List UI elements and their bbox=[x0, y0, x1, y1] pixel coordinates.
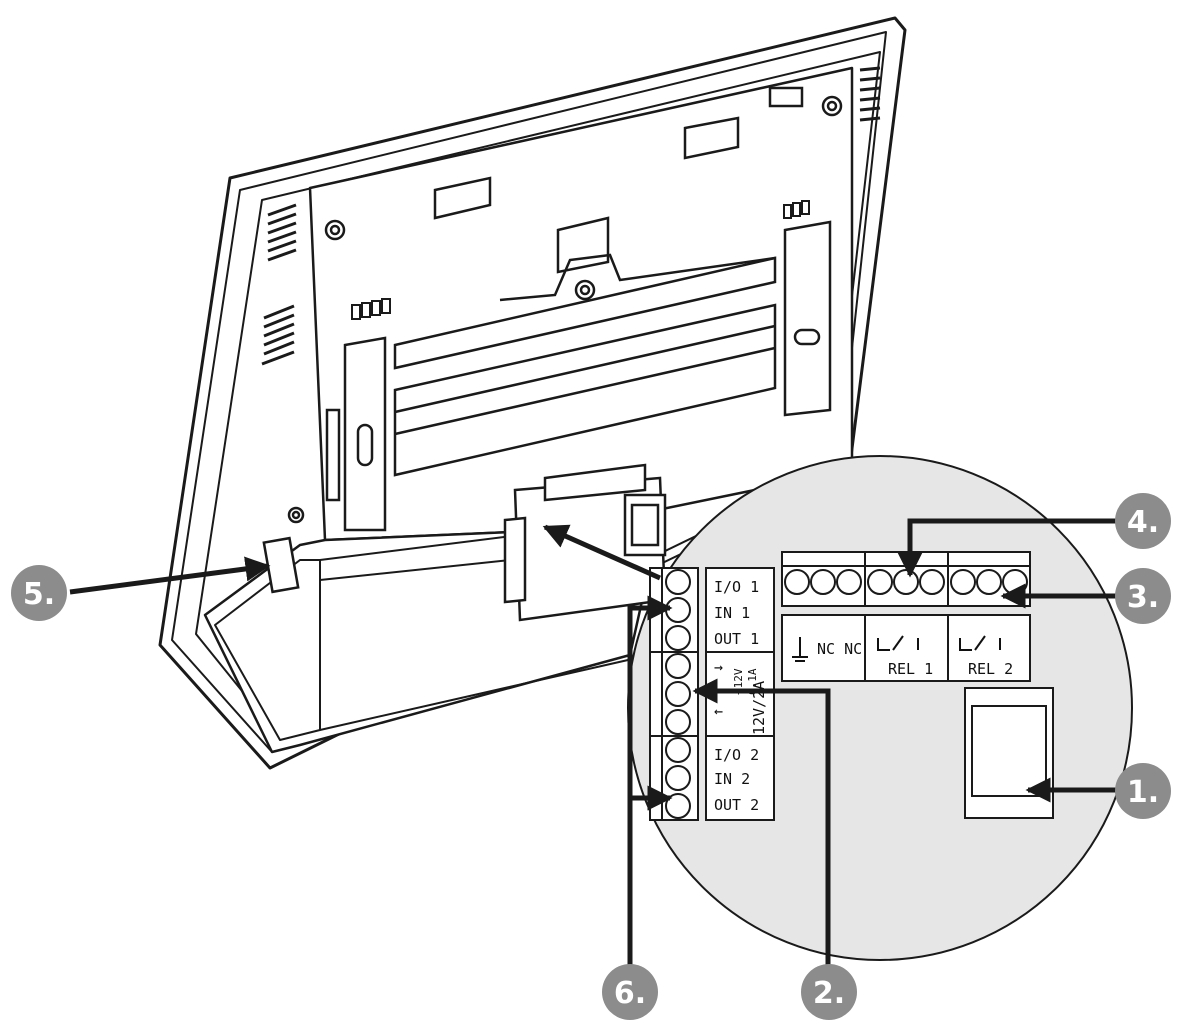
screws bbox=[287, 95, 843, 524]
zoom-detail: I/O 1 IN 1 OUT 1 I/O 2 IN 2 OUT 2 → ← +1… bbox=[627, 455, 1133, 961]
terminal-label-power-out-current: 0.1A bbox=[746, 668, 759, 695]
callout-5-label: 5. bbox=[23, 577, 55, 612]
leader-arrows bbox=[69, 518, 1117, 968]
callout-4-label: 4. bbox=[1127, 505, 1159, 540]
arrow-4 bbox=[897, 518, 1117, 578]
vent-slots bbox=[261, 66, 881, 366]
top-terminal-strip bbox=[781, 551, 1054, 819]
terminal-label-in1: IN 1 bbox=[714, 604, 750, 622]
callout-3-label: 3. bbox=[1127, 580, 1159, 615]
mounting-rails bbox=[262, 86, 832, 594]
terminal-label-rel1: REL 1 bbox=[888, 660, 933, 678]
terminal-label-io2: I/O 2 bbox=[714, 746, 759, 764]
terminal-label-power-out: +12V bbox=[732, 668, 745, 695]
callout-3: 3. bbox=[1115, 568, 1171, 624]
arrow-zoom-source bbox=[542, 524, 662, 581]
arrow-2 bbox=[692, 678, 831, 968]
terminal-label-io1: I/O 1 bbox=[714, 578, 759, 596]
ground-icon bbox=[792, 637, 808, 662]
terminal-label-rel2: REL 2 bbox=[968, 660, 1013, 678]
power-in-arrow: ← bbox=[714, 702, 723, 720]
callout-6: 6. bbox=[602, 964, 658, 1020]
callout-1: 1. bbox=[1115, 763, 1171, 819]
terminal-label-nc-nc: NC NC bbox=[817, 640, 862, 658]
callout-2: 2. bbox=[801, 964, 857, 1020]
power-out-arrow: → bbox=[714, 658, 723, 676]
callout-5: 5. bbox=[11, 565, 67, 621]
relay-contact-icon bbox=[877, 635, 1001, 651]
callout-1-label: 1. bbox=[1127, 775, 1159, 810]
callout-6-label: 6. bbox=[614, 976, 646, 1011]
callout-2-label: 2. bbox=[813, 976, 845, 1011]
terminal-label-out2: OUT 2 bbox=[714, 796, 759, 814]
clip-tabs bbox=[351, 200, 810, 320]
arrow-5 bbox=[69, 556, 271, 595]
arrow-6-top bbox=[627, 595, 673, 968]
terminal-label-in2: IN 2 bbox=[714, 770, 750, 788]
terminal-label-power-in: 12V/2A bbox=[750, 681, 768, 735]
terminal-label-out1: OUT 1 bbox=[714, 630, 759, 648]
left-terminal-strip bbox=[649, 567, 775, 821]
callout-4: 4. bbox=[1115, 493, 1171, 549]
